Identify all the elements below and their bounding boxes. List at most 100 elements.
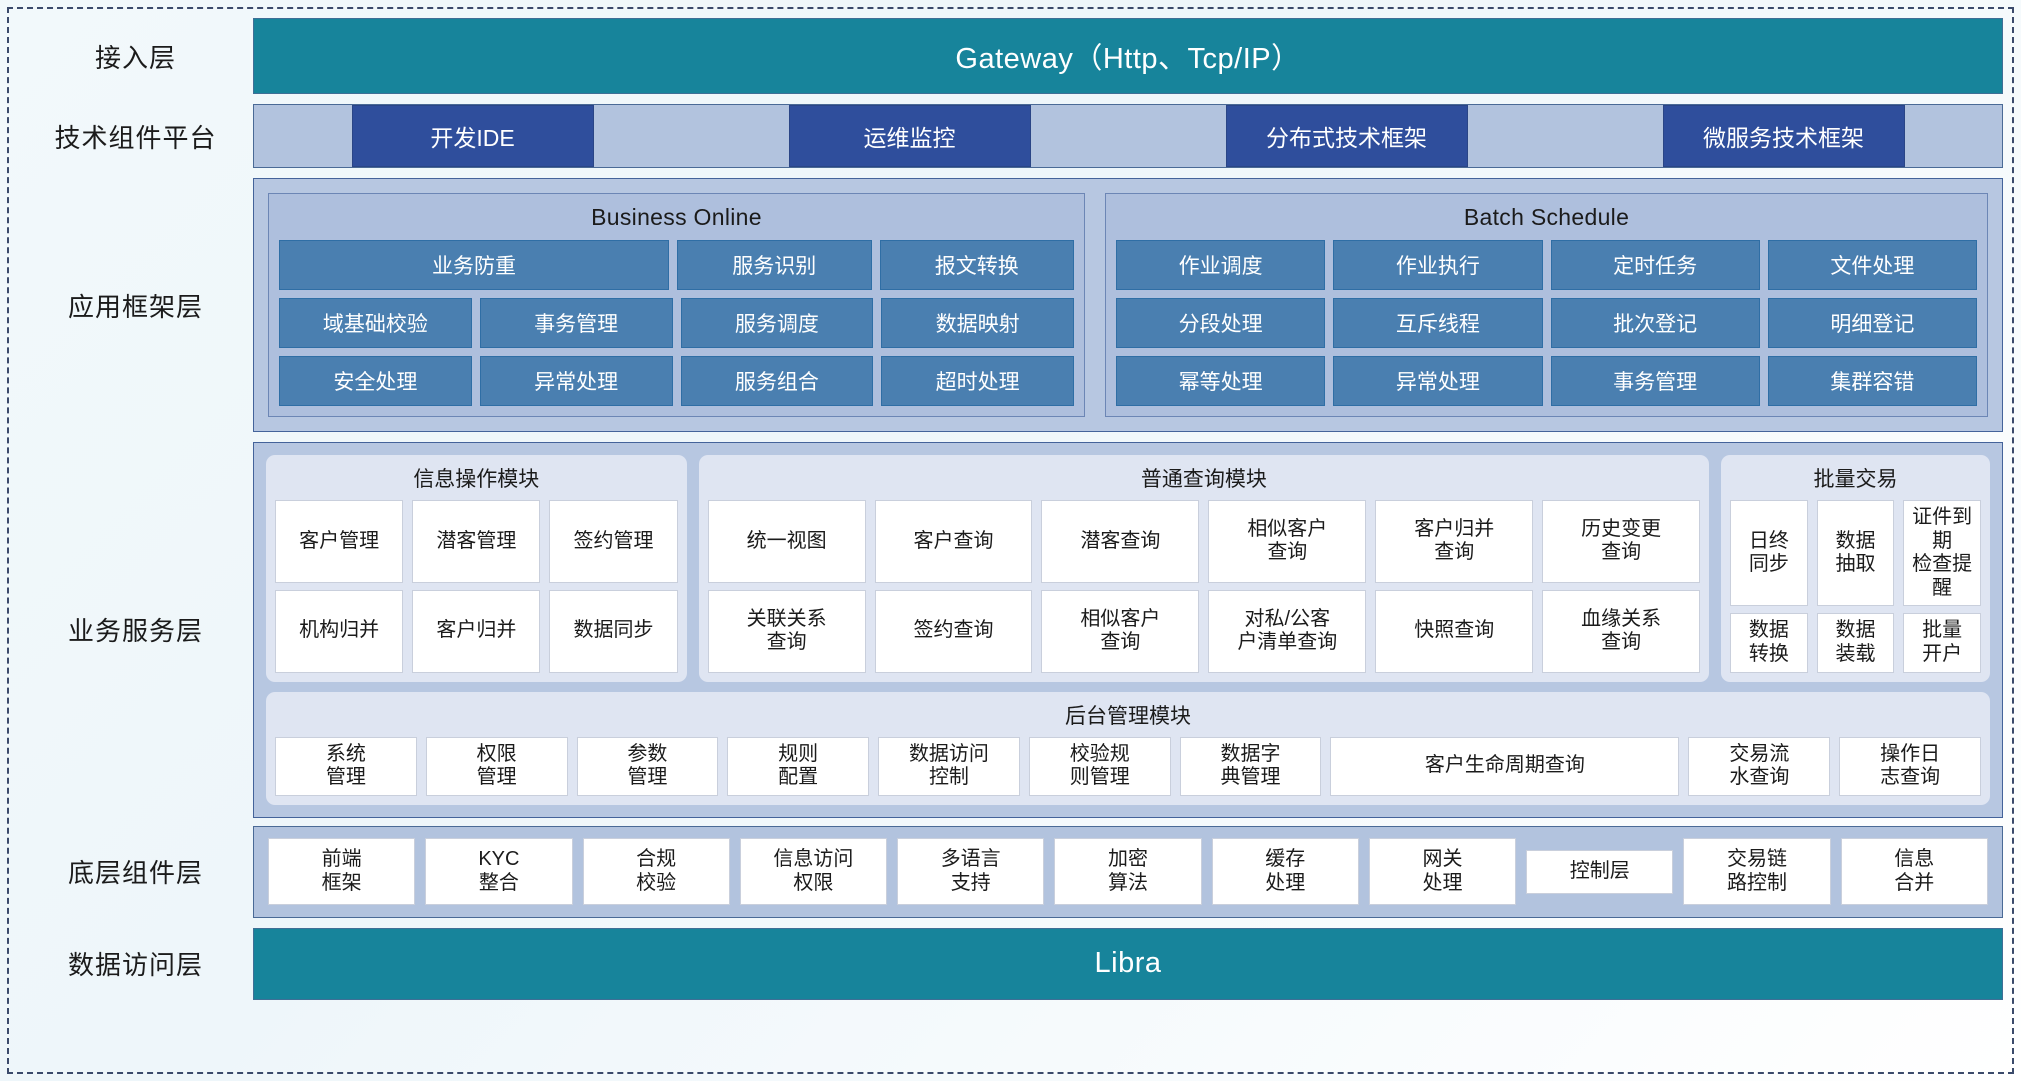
- cell-batch-exception-handling[interactable]: 异常处理: [1333, 356, 1543, 406]
- cell-lineage-query[interactable]: 血缘关系查询: [1542, 589, 1701, 673]
- cell-timeout-handling[interactable]: 超时处理: [881, 356, 1074, 406]
- cell-customer-lifecycle-query[interactable]: 客户生命周期查询: [1330, 736, 1680, 796]
- layer-label-tech-platform: 技术组件平台: [54, 122, 217, 153]
- cell-data-access-control[interactable]: 数据访问控制: [878, 736, 1020, 796]
- cell-customer-query[interactable]: 客户查询: [874, 500, 1033, 583]
- cell-cache-processing[interactable]: 缓存处理: [1211, 838, 1359, 906]
- layer-label-data-access: 数据访问层: [67, 950, 203, 981]
- cell-org-merge[interactable]: 机构归并: [275, 589, 404, 673]
- cell-contract-mgmt[interactable]: 签约管理: [549, 500, 678, 583]
- cell-detail-registration[interactable]: 明细登记: [1767, 298, 1977, 348]
- cell-security-handling[interactable]: 安全处理: [279, 356, 472, 406]
- spacer: [18, 918, 2003, 928]
- layer-label-access: 接入层: [94, 42, 176, 73]
- cell-batch-account-open[interactable]: 批量开户: [1903, 613, 1981, 673]
- cell-eod-sync[interactable]: 日终同步: [1730, 500, 1808, 607]
- cell-prospect-mgmt[interactable]: 潜客管理: [412, 500, 541, 583]
- batch-schedule-row: 分段处理 互斥线程 批次登记 明细登记: [1116, 298, 1977, 348]
- business-service-top-row: 信息操作模块 客户管理 潜客管理 签约管理 机构归并 客户归并: [266, 455, 1990, 682]
- business-online-row: 域基础校验 事务管理 服务调度 数据映射: [279, 298, 1074, 348]
- cell-frontend-framework[interactable]: 前端框架: [268, 838, 416, 906]
- cell-business-anti-duplicate[interactable]: 业务防重: [279, 240, 670, 290]
- cell-data-transform[interactable]: 数据转换: [1730, 613, 1808, 673]
- cell-transaction-mgmt[interactable]: 事务管理: [479, 298, 673, 348]
- cell-relation-query[interactable]: 关联关系查询: [707, 589, 866, 673]
- tech-item-ops-monitor[interactable]: 运维监控: [788, 105, 1031, 167]
- batch-transaction-rows: 日终同步 数据抽取 证件到期检查提醒 数据转换 数据装载 批量开户: [1730, 500, 1981, 673]
- cell-compliance-validation[interactable]: 合规校验: [582, 838, 730, 906]
- cell-cluster-fault-tolerance[interactable]: 集群容错: [1767, 356, 1977, 406]
- gateway-bar[interactable]: Gateway（Http、Tcp/IP）: [253, 18, 2003, 94]
- tech-item-ide[interactable]: 开发IDE: [351, 105, 594, 167]
- cell-job-schedule[interactable]: 作业调度: [1116, 240, 1326, 290]
- cell-transaction-chain-control[interactable]: 交易链路控制: [1683, 838, 1831, 906]
- cell-mutex-thread[interactable]: 互斥线程: [1333, 298, 1543, 348]
- cell-gateway-processing[interactable]: 网关处理: [1368, 838, 1517, 906]
- cell-idempotent-handling[interactable]: 幂等处理: [1116, 356, 1326, 406]
- layer-row-data-access: 数据访问层 Libra: [18, 927, 2003, 1000]
- tech-item-distributed-framework[interactable]: 分布式技术框架: [1225, 105, 1468, 167]
- cell-data-load[interactable]: 数据装载: [1816, 613, 1895, 673]
- cell-multilanguage-support[interactable]: 多语言支持: [897, 838, 1045, 906]
- cell-contract-query[interactable]: 签约查询: [874, 589, 1033, 673]
- cell-system-mgmt[interactable]: 系统管理: [275, 736, 417, 796]
- libra-bar[interactable]: Libra: [253, 927, 2003, 1000]
- batch-transaction-row: 日终同步 数据抽取 证件到期检查提醒: [1730, 500, 1981, 607]
- batch-schedule-row: 幂等处理 异常处理 事务管理 集群容错: [1116, 356, 1977, 406]
- cell-parameter-mgmt[interactable]: 参数管理: [576, 736, 719, 796]
- cell-prospect-query[interactable]: 潜客查询: [1041, 500, 1200, 583]
- common-query-module: 普通查询模块 统一视图 客户查询 潜客查询 相似客户查询 客户归并查询 历史变更…: [698, 455, 1710, 682]
- business-online-row: 业务防重 服务识别 报文转换: [279, 240, 1074, 290]
- cell-job-execute[interactable]: 作业执行: [1333, 240, 1543, 290]
- cell-batch-transaction-mgmt[interactable]: 事务管理: [1550, 356, 1760, 406]
- info-operation-module-title: 信息操作模块: [413, 468, 540, 491]
- cell-customer-merge-query[interactable]: 客户归并查询: [1375, 500, 1534, 583]
- cell-control-layer[interactable]: 控制层: [1526, 849, 1674, 894]
- batch-schedule-row: 作业调度 作业执行 定时任务 文件处理: [1116, 240, 1977, 290]
- spacer: [18, 432, 2003, 442]
- cell-encryption-algorithm[interactable]: 加密算法: [1054, 838, 1202, 906]
- cell-data-mapping[interactable]: 数据映射: [881, 298, 1074, 348]
- cell-validation-rule-mgmt[interactable]: 校验规则管理: [1028, 736, 1171, 796]
- cell-exception-handling[interactable]: 异常处理: [479, 356, 673, 406]
- cell-batch-registration[interactable]: 批次登记: [1550, 298, 1760, 348]
- cell-info-access-permission[interactable]: 信息访问权限: [739, 838, 888, 906]
- cell-data-extract[interactable]: 数据抽取: [1816, 500, 1895, 607]
- cell-similar-customer-query-2[interactable]: 相似客户查询: [1041, 589, 1200, 673]
- cell-similar-customer-query[interactable]: 相似客户查询: [1208, 500, 1367, 583]
- cell-service-composition[interactable]: 服务组合: [680, 356, 874, 406]
- cell-rule-config[interactable]: 规则配置: [727, 736, 870, 796]
- cell-timed-task[interactable]: 定时任务: [1550, 240, 1760, 290]
- cell-transaction-flow-query[interactable]: 交易流水查询: [1688, 736, 1831, 796]
- cell-private-corporate-list-query[interactable]: 对私/公客户清单查询: [1208, 589, 1367, 673]
- cell-message-transform[interactable]: 报文转换: [879, 240, 1074, 290]
- cell-snapshot-query[interactable]: 快照查询: [1375, 589, 1534, 673]
- batch-transaction-module-title: 批量交易: [1813, 468, 1898, 491]
- cell-customer-mgmt[interactable]: 客户管理: [275, 500, 404, 583]
- tech-item-microservice-framework[interactable]: 微服务技术框架: [1662, 105, 1905, 167]
- cell-service-identify[interactable]: 服务识别: [677, 240, 872, 290]
- cell-permission-mgmt[interactable]: 权限管理: [425, 736, 568, 796]
- layer-row-tech-platform: 技术组件平台 开发IDE 运维监控 分布式技术框架 微服务技术框架: [18, 104, 2003, 168]
- cell-service-dispatch[interactable]: 服务调度: [680, 298, 874, 348]
- cell-segment-processing[interactable]: 分段处理: [1116, 298, 1326, 348]
- cell-info-merge[interactable]: 信息合并: [1840, 838, 1988, 906]
- common-query-row: 关联关系查询 签约查询 相似客户查询 对私/公客户清单查询 快照查询 血缘关系查…: [707, 589, 1701, 673]
- batch-schedule-title: Batch Schedule: [1463, 204, 1630, 230]
- cell-operation-log-query[interactable]: 操作日志查询: [1839, 736, 1981, 796]
- layer-row-access: 接入层 Gateway（Http、Tcp/IP）: [18, 18, 2003, 94]
- business-online-title: Business Online: [591, 204, 762, 230]
- layer-label-business-service: 业务服务层: [67, 616, 203, 647]
- common-query-rows: 统一视图 客户查询 潜客查询 相似客户查询 客户归并查询 历史变更查询 关联关系…: [707, 500, 1701, 673]
- cell-cert-expiry-reminder[interactable]: 证件到期检查提醒: [1903, 500, 1981, 607]
- cell-customer-merge[interactable]: 客户归并: [412, 589, 541, 673]
- cell-data-dictionary-mgmt[interactable]: 数据字典管理: [1179, 736, 1322, 796]
- cell-history-change-query[interactable]: 历史变更查询: [1542, 500, 1701, 583]
- cell-unified-view[interactable]: 统一视图: [707, 500, 866, 583]
- cell-file-processing[interactable]: 文件处理: [1767, 240, 1977, 290]
- cell-data-sync[interactable]: 数据同步: [549, 589, 678, 673]
- cell-domain-base-validate[interactable]: 域基础校验: [279, 298, 472, 348]
